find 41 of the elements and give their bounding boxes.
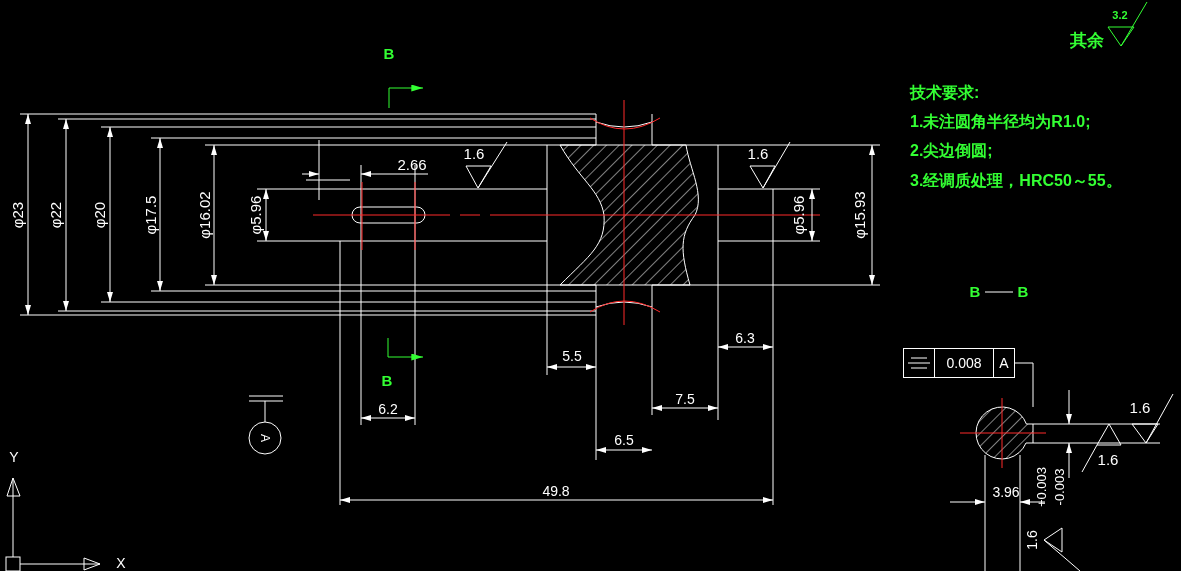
section-letter: B — [381, 372, 393, 388]
dimension-text: φ23 — [9, 201, 25, 229]
axis-label: X — [116, 556, 126, 570]
dimension-text: -0.003 — [1052, 468, 1066, 506]
dimension-text: 7.5 — [675, 392, 695, 406]
leader-line — [1014, 362, 1034, 408]
dimension-text: 5.5 — [562, 349, 582, 363]
dimension-text: 3.96 — [992, 485, 1020, 499]
note-text: 2.尖边倒圆; — [910, 143, 993, 159]
roughness-value: 3.2 — [1112, 9, 1128, 21]
key-section-drawing — [975, 406, 1034, 460]
roughness-value: 1.6 — [1129, 399, 1151, 415]
dimension-text: φ16.02 — [196, 191, 212, 239]
frame-value: 0.008 — [935, 349, 994, 377]
roughness-value: 1.6 — [1025, 530, 1039, 550]
dimension-text: 6.3 — [735, 331, 755, 345]
dimension-text: 49.8 — [542, 484, 570, 498]
dimension-text: φ15.93 — [851, 191, 867, 239]
section-letter: B — [969, 283, 981, 299]
feature-control-frame — [903, 348, 1015, 378]
dimension-text: 6.2 — [378, 402, 398, 416]
dimension-text: φ20 — [91, 201, 107, 229]
roughness-value: 1.6 — [1097, 451, 1119, 467]
dimension-text: φ5.96 — [247, 195, 263, 235]
axis-label: Y — [9, 450, 19, 464]
dimension-text: φ5.96 — [790, 195, 806, 235]
section-letter: B — [1017, 283, 1029, 299]
dimension-text: φ17.5 — [142, 195, 158, 235]
dimension-text: 6.5 — [614, 433, 634, 447]
note-text: 1.未注圆角半径均为R1.0; — [910, 114, 1091, 130]
dimension-text: 2.66 — [397, 156, 427, 172]
datum-letter: A — [259, 434, 271, 442]
dimension-text: +0.003 — [1034, 466, 1048, 508]
roughness-value: 1.6 — [463, 145, 485, 161]
dimension-text: φ22 — [47, 201, 63, 229]
section-letter: B — [383, 45, 395, 61]
roughness-value: 1.6 — [747, 145, 769, 161]
frame-value: A — [998, 354, 1010, 373]
note-text: 3.经调质处理，HRC50～55。 — [910, 173, 1122, 189]
note-heading: 技术要求: — [910, 85, 980, 101]
note-text: 其余 — [1070, 31, 1104, 49]
